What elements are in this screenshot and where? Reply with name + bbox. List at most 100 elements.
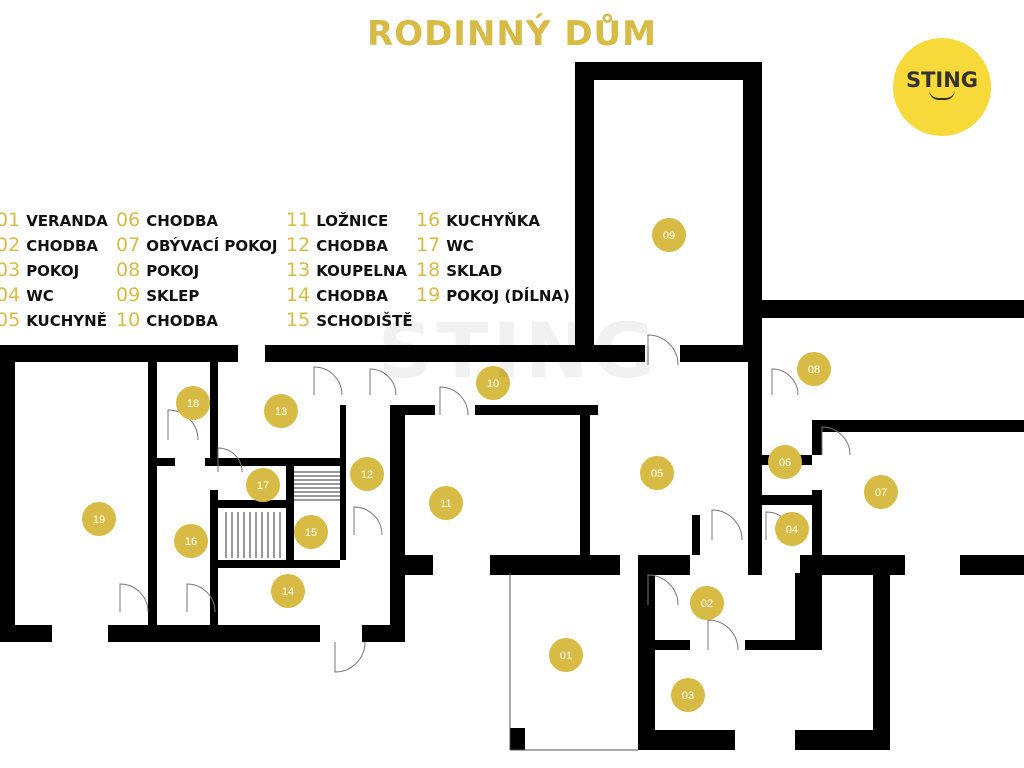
legend-number: 12	[286, 234, 311, 256]
room-number: 16	[185, 536, 197, 548]
room-marker-05	[640, 456, 674, 490]
wall	[218, 458, 290, 466]
room-marker-18	[176, 386, 210, 420]
legend-item: 07 OBÝVACÍ POKOJ	[116, 233, 277, 258]
door-swing	[647, 574, 679, 606]
wall	[752, 495, 822, 505]
door-swing	[707, 619, 739, 651]
room-marker-12	[350, 457, 384, 491]
legend-number: 15	[286, 309, 311, 331]
room-marker-16	[174, 524, 208, 558]
wall	[0, 345, 238, 362]
wall	[748, 555, 760, 575]
room-number: 12	[361, 469, 373, 481]
legend-label: OBÝVACÍ POKOJ	[146, 237, 278, 255]
legend-number: 07	[116, 234, 141, 256]
door-swing	[334, 641, 366, 673]
door-swing	[313, 366, 343, 396]
door-swing	[821, 426, 851, 456]
legend-label: CHODBA	[316, 287, 388, 305]
room-marker-17	[246, 468, 280, 502]
legend-label: CHODBA	[316, 237, 388, 255]
room-marker-13	[264, 394, 298, 428]
legend-label: SKLEP	[146, 287, 200, 305]
legend-label: CHODBA	[146, 312, 218, 330]
legend-number: 06	[116, 209, 141, 231]
room-number: 03	[682, 690, 694, 702]
wall	[692, 515, 700, 555]
wall	[800, 555, 905, 575]
wall	[575, 62, 594, 362]
wall	[400, 405, 435, 415]
door-swing	[771, 368, 799, 396]
door-swing	[186, 583, 216, 613]
legend-label: LOŽNICE	[316, 212, 389, 230]
legend-number: 17	[416, 234, 441, 256]
legend-label: POKOJ (DÍLNA)	[446, 287, 570, 305]
wall	[795, 573, 822, 650]
legend-label: POKOJ	[26, 262, 80, 280]
legend-label: KUCHYNĚ	[26, 312, 107, 330]
legend-number: 14	[286, 284, 311, 306]
legend-item: 15 SCHODIŠTĚ	[286, 308, 413, 333]
legend-item: 13 KOUPELNA	[286, 258, 413, 283]
room-marker-06	[768, 445, 802, 479]
door-swing	[217, 447, 243, 473]
wall	[812, 490, 822, 555]
room-marker-10	[476, 366, 510, 400]
wall	[638, 573, 655, 750]
legend-label: SKLAD	[446, 262, 503, 280]
legend-number: 13	[286, 259, 311, 281]
room-number: 06	[779, 457, 791, 469]
room-number: 08	[808, 364, 820, 376]
wall	[210, 362, 218, 465]
door-swing	[711, 509, 743, 541]
legend-item: 01 VERANDA	[0, 208, 108, 233]
wall	[575, 62, 762, 80]
room-number: 01	[560, 650, 572, 662]
wall	[210, 490, 218, 625]
room-number: 04	[786, 524, 798, 536]
legend-number: 01	[0, 209, 21, 231]
wall	[286, 458, 294, 568]
smile-icon	[929, 90, 955, 100]
door-swing	[647, 334, 679, 366]
legend-number: 10	[116, 309, 141, 331]
room-number: 15	[305, 527, 317, 539]
legend-label: CHODBA	[26, 237, 98, 255]
room-number: 18	[187, 398, 199, 410]
room-marker-08	[797, 352, 831, 386]
legend-number: 18	[416, 259, 441, 281]
wall	[812, 420, 822, 455]
watermark: STING	[378, 306, 659, 395]
door-swing	[353, 506, 383, 536]
wall	[680, 345, 762, 362]
legend-label: WC	[446, 237, 474, 255]
wall	[745, 640, 822, 650]
wall	[743, 62, 762, 362]
wall	[575, 345, 645, 362]
legend-number: 08	[116, 259, 141, 281]
legend-label: VERANDA	[26, 212, 108, 230]
room-marker-14	[271, 574, 305, 608]
legend-label: SCHODIŠTĚ	[316, 312, 413, 330]
room-marker-11	[429, 486, 463, 520]
legend-number: 16	[416, 209, 441, 231]
legend-label: KUCHYŇKA	[446, 212, 540, 230]
sting-logo: STING	[893, 38, 991, 136]
legend-label: KOUPELNA	[316, 262, 408, 280]
room-marker-03	[671, 678, 705, 712]
room-number: 05	[651, 468, 663, 480]
wall	[0, 625, 52, 642]
wall	[752, 495, 762, 555]
wall	[812, 420, 1024, 432]
room-number: 10	[487, 378, 499, 390]
wall	[795, 730, 890, 750]
